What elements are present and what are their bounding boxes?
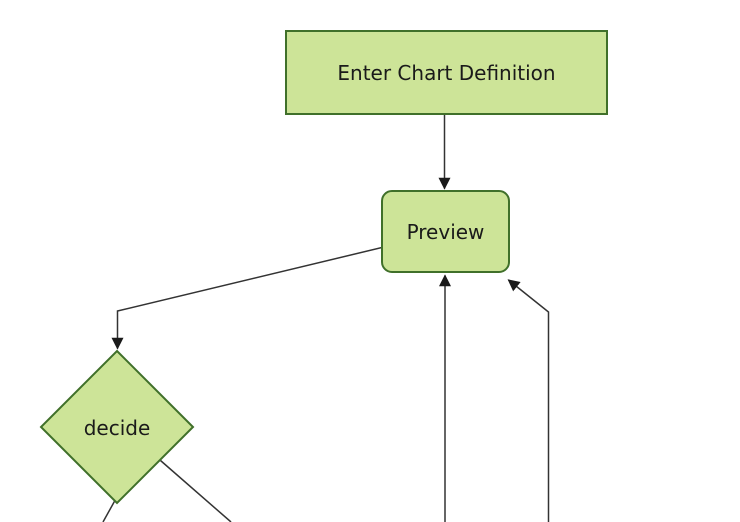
edge-preview-to-decide [111, 246, 383, 350]
node-preview: Preview [381, 190, 510, 273]
edge-decide-to-offscreen-left [102, 499, 117, 522]
node-decide: decide [39, 349, 195, 505]
edge-decide-to-offscreen-right [160, 459, 232, 522]
preview-label: Preview [407, 220, 485, 244]
enter-chart-definition-box [285, 30, 608, 115]
edge-layer [102, 114, 550, 522]
preview-box [381, 190, 510, 273]
edge-offscreen-right-to-preview [507, 279, 550, 522]
decide-label: decide [84, 416, 151, 440]
node-enter-chart-definition: Enter Chart Definition [285, 30, 608, 115]
enter-chart-definition-label: Enter Chart Definition [337, 61, 555, 85]
decide-diamond [39, 349, 195, 505]
